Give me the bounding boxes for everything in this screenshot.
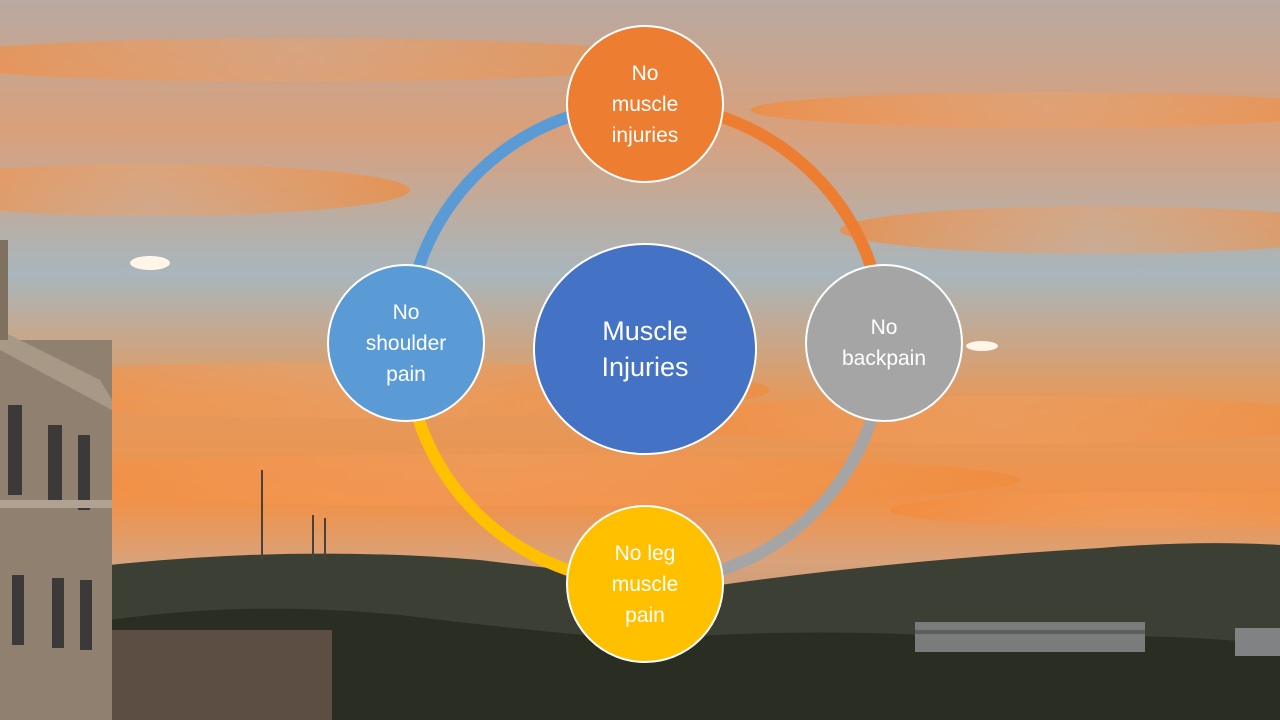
center-node-label: Muscle Injuries	[601, 316, 689, 382]
node-label-left: No shoulder pain	[365, 300, 447, 386]
node-no-muscle-injuries: No muscle injuries	[566, 25, 724, 183]
node-label-top: No muscle injuries	[611, 61, 679, 147]
node-no-backpain: No backpain	[805, 264, 963, 422]
node-no-shoulder-pain: No shoulder pain	[327, 264, 485, 422]
node-label-right: No backpain	[841, 316, 927, 370]
node-no-leg-muscle-pain: No leg muscle pain	[566, 505, 724, 663]
node-label-bottom: No leg muscle pain	[611, 541, 679, 627]
center-node-muscle-injuries: Muscle Injuries	[533, 243, 757, 455]
